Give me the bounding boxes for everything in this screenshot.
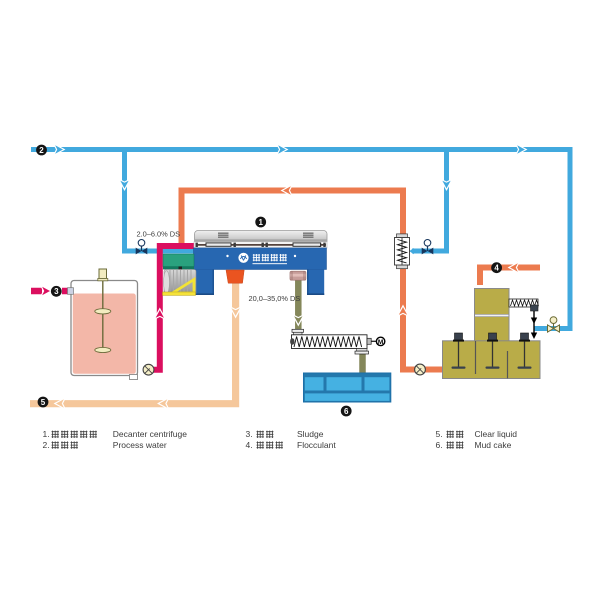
svg-text:20,0–35,0% DS: 20,0–35,0% DS [249, 294, 301, 303]
svg-text:Process water: Process water [113, 440, 167, 450]
svg-text:Decanter centrifuge: Decanter centrifuge [113, 429, 187, 439]
svg-text:2.: 2. [43, 440, 50, 450]
svg-text:M: M [378, 339, 383, 346]
svg-text:Sludge: Sludge [297, 429, 324, 439]
svg-text:6.: 6. [436, 440, 443, 450]
svg-text:5.: 5. [436, 429, 443, 439]
svg-text:1.: 1. [43, 429, 50, 439]
svg-text:4.: 4. [246, 440, 253, 450]
svg-text:6: 6 [344, 407, 349, 416]
svg-text:5: 5 [41, 398, 46, 407]
svg-text:2: 2 [39, 146, 44, 155]
svg-text:3: 3 [54, 287, 59, 296]
svg-text:2.0–6.0% DS: 2.0–6.0% DS [137, 230, 181, 239]
svg-text:Clear liquid: Clear liquid [475, 429, 518, 439]
svg-text:Flocculant: Flocculant [297, 440, 336, 450]
svg-text:1: 1 [258, 218, 263, 227]
svg-text:4: 4 [494, 264, 499, 273]
svg-text:3.: 3. [246, 429, 253, 439]
svg-text:Mud cake: Mud cake [475, 440, 512, 450]
